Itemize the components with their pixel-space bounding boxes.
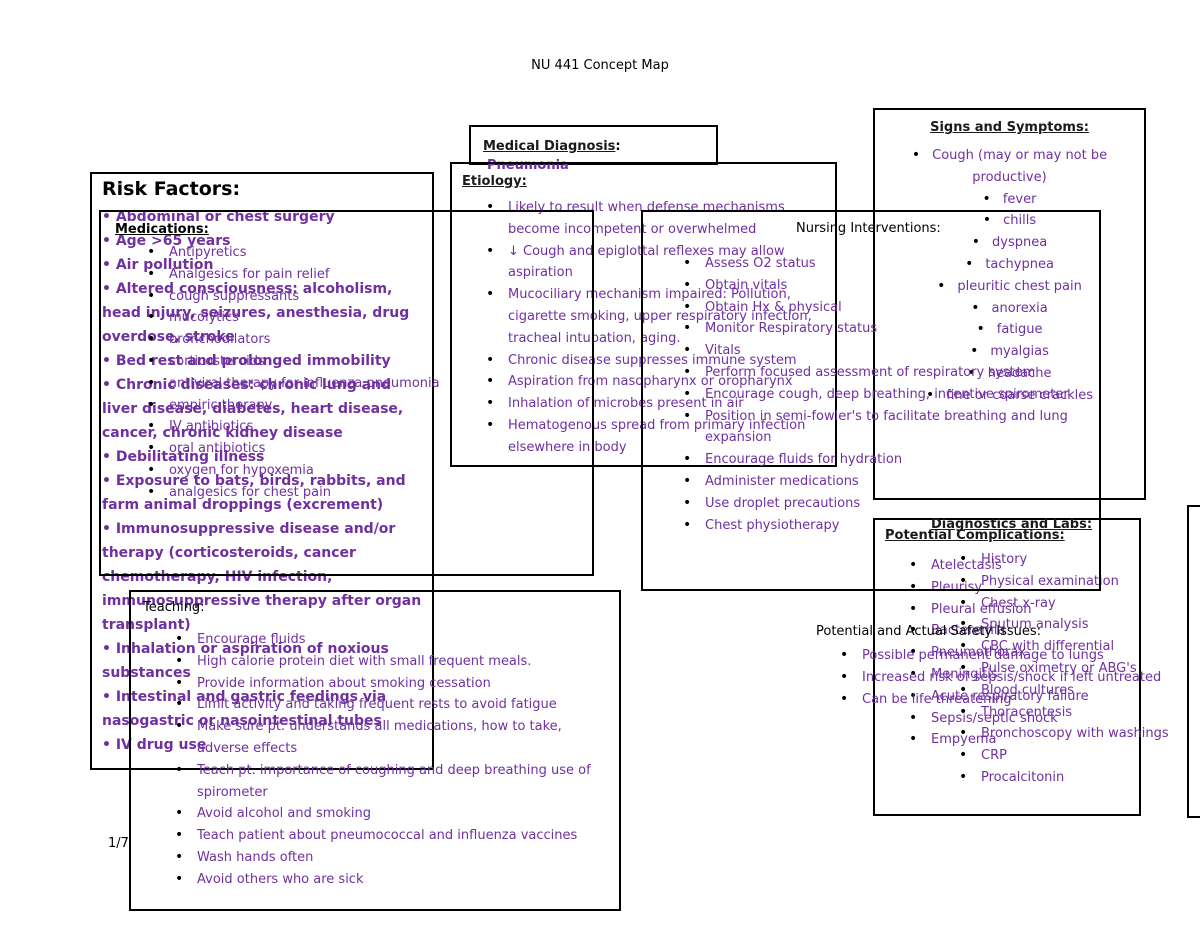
list-item: Empyema xyxy=(903,729,1105,751)
list-item: CRP xyxy=(953,745,1143,767)
teaching-box: Teaching: Encourage fluids High calorie … xyxy=(129,590,621,911)
list-item: Pleurisy xyxy=(903,577,1105,599)
list-item: Encourage fluids xyxy=(169,629,609,651)
list-item: High calorie protein diet with small fre… xyxy=(169,651,609,673)
risk-factors-title: Risk Factors: xyxy=(102,178,241,200)
teaching-list: Encourage fluids High calorie protein di… xyxy=(169,629,609,891)
list-item: mucolytics xyxy=(141,307,581,329)
list-item: Wash hands often xyxy=(169,847,609,869)
list-item: Increased risk of sepsis/shock if left u… xyxy=(834,667,1200,689)
list-item: cough suppressants xyxy=(141,286,581,308)
page-number: 1/7 xyxy=(108,836,129,851)
list-item: Assess O2 status xyxy=(677,253,1097,275)
list-item: Can be life threatening xyxy=(834,689,1200,711)
list-item: Use droplet precautions xyxy=(677,493,1097,515)
list-item: Sepsis/septic shock xyxy=(903,708,1105,730)
medications-list: Antipyretics Analgesics for pain relief … xyxy=(141,242,581,504)
list-item: fever xyxy=(883,189,1136,211)
medical-diagnosis-label: Medical Diagnosis xyxy=(483,139,616,154)
list-item: Monitor Respiratory status xyxy=(677,318,1097,340)
list-item: Teach patient about pneumococcal and inf… xyxy=(169,825,609,847)
safety-section: Potential and Actual Safety Issues: Poss… xyxy=(816,624,1200,710)
teaching-title: Teaching: xyxy=(143,600,205,615)
safety-list: Possible permanent damage to lungs Incre… xyxy=(816,645,1200,710)
list-item: analgesics for chest pain xyxy=(141,482,581,504)
list-item: Pleural effusion xyxy=(903,599,1105,621)
list-item: Perform focused assessment of respirator… xyxy=(677,362,1097,384)
list-item: Position in semi-fowler's to facilitate … xyxy=(677,406,1097,450)
nursing-interventions-title: Nursing Interventions: xyxy=(796,221,941,236)
list-item: Antipyretics xyxy=(141,242,581,264)
list-item: Cough (may or may not be productive) xyxy=(883,145,1136,189)
etiology-title: Etiology: xyxy=(462,174,527,189)
list-item: Obtain vitals xyxy=(677,275,1097,297)
list-item: empiric therapy xyxy=(141,395,581,417)
list-item: oxygen for hypoxemia xyxy=(141,460,581,482)
list-item: Analgesics for pain relief xyxy=(141,264,581,286)
list-item: Make sure pt. understands all medication… xyxy=(169,716,609,760)
page-title: NU 441 Concept Map xyxy=(531,58,669,73)
list-item: antiviral therapy for influenza pneumoni… xyxy=(141,373,581,395)
medications-title: Medications: xyxy=(115,222,209,237)
list-item: Atelectasis xyxy=(903,555,1105,577)
list-item: Obtain Hx & physical xyxy=(677,297,1097,319)
list-item: Teach pt. importance of coughing and dee… xyxy=(169,760,609,804)
list-item: IV antibiotics xyxy=(141,416,581,438)
list-item: Avoid alcohol and smoking xyxy=(169,803,609,825)
safety-title: Potential and Actual Safety Issues: xyxy=(816,624,1042,639)
list-item: Chest physiotherapy xyxy=(677,515,1097,537)
list-item: dyspnea xyxy=(883,232,1136,254)
list-item: Encourage cough, deep breathing, incenti… xyxy=(677,384,1097,406)
list-item: Vitals xyxy=(677,340,1097,362)
signs-symptoms-title: Signs and Symptoms: xyxy=(930,120,1089,135)
list-item: Procalcitonin xyxy=(953,767,1143,789)
list-item: oral antibiotics xyxy=(141,438,581,460)
list-item: Provide information about smoking cessat… xyxy=(169,673,609,695)
list-item: bronchodilators xyxy=(141,329,581,351)
list-item: chills xyxy=(883,210,1136,232)
list-item: Possible permanent damage to lungs xyxy=(834,645,1200,667)
list-item: Limit activity and taking frequent rests… xyxy=(169,694,609,716)
medical-diagnosis-box: Medical Diagnosis: Pneumonia xyxy=(469,125,718,173)
nursing-interventions-box: Nursing Interventions: Assess O2 status … xyxy=(641,210,1101,591)
list-item: Encourage fluids for hydration xyxy=(677,449,1097,471)
list-item: Bacteremia xyxy=(903,620,1105,642)
list-item: Administer medications xyxy=(677,471,1097,493)
nursing-interventions-list: Assess O2 status Obtain vitals Obtain Hx… xyxy=(677,253,1097,536)
list-item: corticosteroids xyxy=(141,351,581,373)
medications-box: Medications: Antipyretics Analgesics for… xyxy=(99,210,594,576)
list-item: Avoid others who are sick xyxy=(169,869,609,891)
medical-diagnosis-value: Pneumonia xyxy=(487,158,569,173)
